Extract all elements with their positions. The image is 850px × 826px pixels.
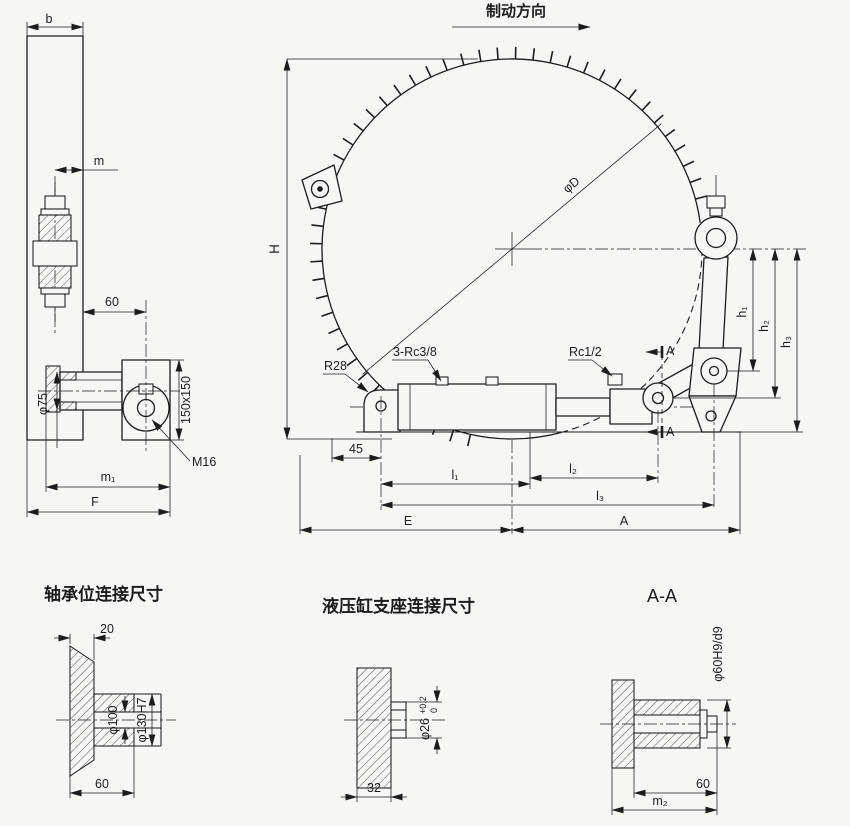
lever-eye-bore xyxy=(705,227,727,249)
dim-M16: M16 xyxy=(192,455,216,469)
band-lug-hole xyxy=(310,179,330,199)
section-label-top: A xyxy=(666,344,675,358)
clevis-body xyxy=(32,240,78,267)
leader-ports xyxy=(427,359,442,382)
port-fitting xyxy=(435,376,449,386)
dim-h2: h₂ xyxy=(757,320,771,332)
support-title: 液压缸支座连接尺寸 xyxy=(322,596,475,616)
fork-pin xyxy=(705,410,717,422)
clevis-upper-block xyxy=(38,214,72,242)
shaft-bearing-bottom xyxy=(59,401,77,411)
lever-arm xyxy=(698,256,729,351)
dim-phi60: φ60H9/d9 xyxy=(711,626,725,681)
port-fitting xyxy=(485,376,499,386)
dim-phi130: φ130H7 xyxy=(135,697,149,742)
lever-lower-fork xyxy=(688,395,737,433)
clevis-lower-block xyxy=(38,265,72,289)
dim-m2: m₂ xyxy=(652,794,667,808)
lever-pivot-bore xyxy=(708,365,720,377)
dim-60: 60 xyxy=(105,295,119,309)
dim-phi100: φ100 xyxy=(106,705,120,734)
dim-A: A xyxy=(620,514,629,528)
note-R28: R28 xyxy=(324,359,347,373)
note-ports: 3-Rc3/8 xyxy=(393,345,437,359)
bearing-detail: 轴承位连接尺寸 20 φ100 φ130H7 60 xyxy=(44,584,176,798)
lever-pivot xyxy=(700,357,728,385)
note-port2: Rc1/2 xyxy=(569,345,602,359)
rod-pivot xyxy=(642,382,674,414)
dim-45: 45 xyxy=(349,442,363,456)
height-dimension: H xyxy=(267,58,478,440)
clevis-top-washer xyxy=(40,208,70,216)
aa-detail: A-A φ60H9/d9 60 m₂ xyxy=(600,586,736,815)
dim-20: 20 xyxy=(100,622,114,636)
lever-eye xyxy=(694,216,738,260)
dim-60: 60 xyxy=(95,777,109,791)
direction-indicator: 制动方向 xyxy=(452,2,591,31)
support-detail: 液压缸支座连接尺寸 φ26 +0.2 0 32 xyxy=(322,596,475,802)
dim-F: F xyxy=(91,495,99,509)
rod-pivot-bore xyxy=(651,391,665,405)
cylinder-body xyxy=(397,383,557,431)
clevis-bottom-washer xyxy=(40,287,70,295)
piston-rod xyxy=(555,397,611,417)
dim-phi26-tol-dn: 0 xyxy=(429,708,439,713)
dim-h3: h₃ xyxy=(779,336,793,348)
left-dimensions: b m 60 φ75 150x150 M16 m₁ F xyxy=(26,12,216,517)
leader-notes: R28 3-Rc3/8 Rc1/2 xyxy=(323,345,613,393)
dim-phi75: φ75 xyxy=(36,393,50,415)
support-plate xyxy=(356,667,392,789)
dim-m: m xyxy=(94,154,104,168)
aa-title: A-A xyxy=(647,586,677,606)
hydraulic-cylinder-assembly xyxy=(356,373,742,433)
dim-plate: 150x150 xyxy=(179,376,193,424)
eye-washer xyxy=(709,207,723,217)
leader-r28 xyxy=(344,373,369,393)
left-arm-assembly xyxy=(26,35,180,452)
band-lug xyxy=(301,164,343,210)
dim-l1: l₁ xyxy=(452,468,459,482)
drum-circle-hidden xyxy=(561,222,703,434)
clevis-top-nut xyxy=(44,195,66,210)
leader-port2 xyxy=(591,359,613,377)
shaft-bearing-top xyxy=(59,371,77,381)
dim-b: b xyxy=(46,12,53,26)
bearing-plate xyxy=(69,645,95,777)
rc12-fitting xyxy=(607,373,623,386)
dim-phi26-group: φ26 +0.2 0 xyxy=(418,696,439,740)
dim-phi26-tol-up: +0.2 xyxy=(418,696,428,714)
clevis-bottom-nut xyxy=(44,293,66,308)
section-cut: A A xyxy=(645,344,675,439)
dim-l2: l₂ xyxy=(569,462,577,476)
aa-hub-bottom xyxy=(633,732,701,749)
dim-phi26: φ26 xyxy=(418,718,432,740)
bottom-dimensions: 45 l₁ l₂ l₃ E A xyxy=(299,384,741,534)
dim-h1: h₁ xyxy=(735,306,749,317)
section-label-bottom: A xyxy=(666,425,675,439)
dim-60: 60 xyxy=(696,777,710,791)
direction-label: 制动方向 xyxy=(486,2,546,20)
bearing-title: 轴承位连接尺寸 xyxy=(44,584,163,604)
band-lug-pin xyxy=(317,186,323,192)
eye-nut xyxy=(706,195,726,209)
dim-l3: l₃ xyxy=(596,489,604,503)
dim-m1: m₁ xyxy=(101,470,116,484)
dim-32: 32 xyxy=(367,781,381,795)
aa-hub-top xyxy=(633,699,701,716)
right-dimensions: h₁ h₂ h₃ xyxy=(673,248,803,433)
dim-E: E xyxy=(404,514,412,528)
dim-H: H xyxy=(267,244,282,254)
leader-m16 xyxy=(151,419,191,462)
